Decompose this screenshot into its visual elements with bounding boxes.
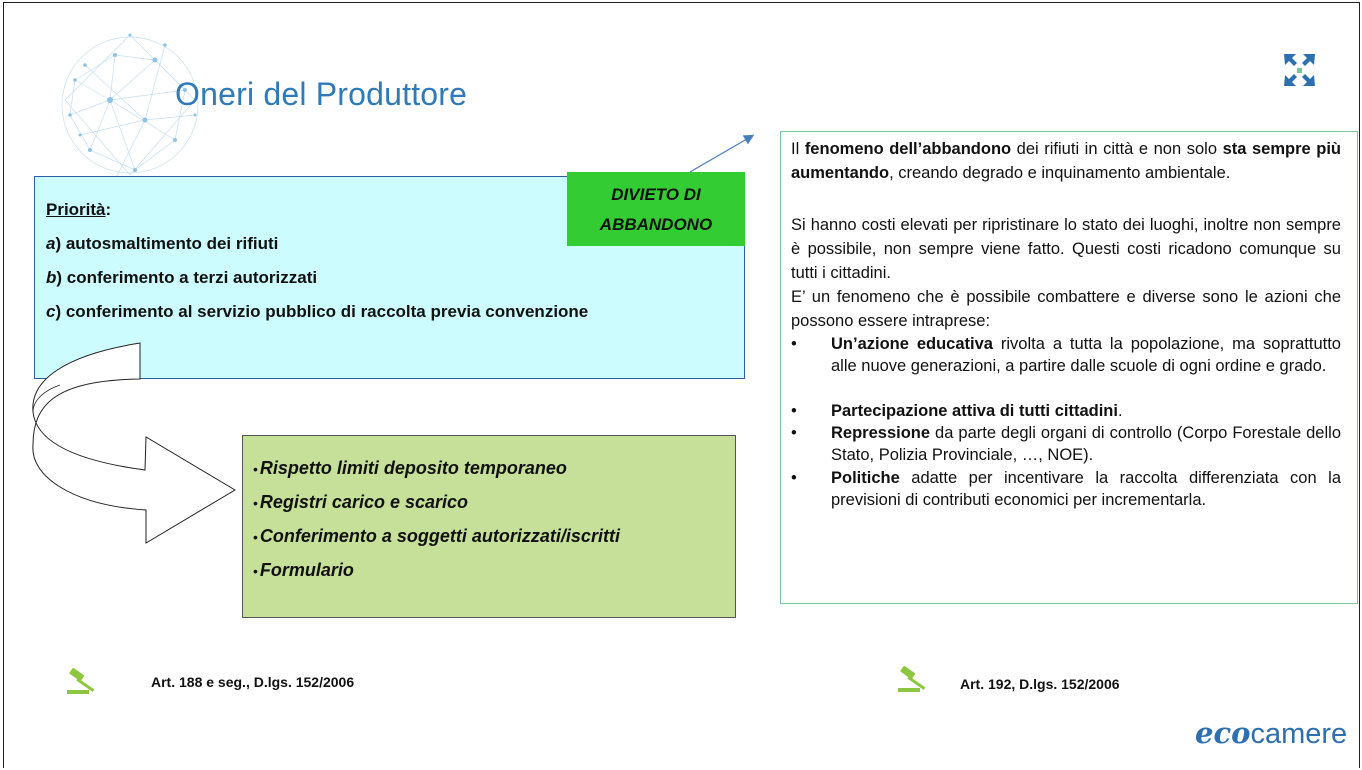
divieto-abbandono-label: DIVIETO DI ABBANDONO [567, 172, 745, 246]
priority-letter-a: a [46, 234, 56, 253]
info-bullet: •Politiche adatte per incentivare la rac… [791, 469, 1341, 509]
obligations-box: •Rispetto limiti deposito temporaneo •Re… [242, 435, 736, 618]
divieto-line-1: DIVIETO DI [611, 185, 701, 204]
priority-letter-b: b [46, 268, 57, 287]
priority-text-a: ) autosmaltimento dei rifiuti [55, 234, 279, 253]
info-bullet: •Un’azione educativa rivolta a tutta la … [791, 335, 1341, 375]
abbandono-info-box: Il fenomeno dell’abbandono dei rifiuti i… [780, 131, 1358, 604]
expand-logo-icon [1284, 54, 1315, 86]
priority-heading-label: Priorità [46, 200, 106, 219]
logo-camere: camere [1250, 718, 1348, 750]
info-paragraph-1: Il fenomeno dell’abbandono dei rifiuti i… [791, 140, 1341, 182]
priority-heading: Priorità: [46, 200, 111, 220]
info-bullet: •Repressione da parte degli organi di co… [791, 424, 1341, 464]
network-globe-graphic [61, 33, 199, 181]
obligation-item: •Rispetto limiti deposito temporaneo [253, 458, 567, 478]
priority-item-b: b) conferimento a terzi autorizzati [46, 268, 317, 288]
priority-heading-colon: : [105, 200, 112, 219]
priority-box: Priorità: a) autosmaltimento dei rifiuti… [34, 176, 745, 379]
info-paragraph-3: E’ un fenomeno che è possibile combatter… [791, 288, 1341, 330]
logo-eco: eco [1195, 716, 1251, 750]
ecocamere-logo: ecocamere [1195, 716, 1347, 751]
priority-text-b: ) conferimento a terzi autorizzati [56, 268, 318, 287]
page-title: Oneri del Produttore [175, 76, 468, 112]
obligation-item: •Registri carico e scarico [253, 492, 469, 512]
slide-frame [3, 2, 1360, 768]
info-paragraph-2: Si hanno costi elevati per ripristinare … [791, 216, 1341, 282]
obligation-item: •Formulario [253, 560, 354, 580]
gavel-icon [898, 665, 926, 692]
priority-item-a: a) autosmaltimento dei rifiuti [46, 234, 278, 254]
divieto-line-2: ABBANDONO [599, 215, 713, 234]
reference-left: Art. 188 e seg., D.lgs. 152/2006 [151, 674, 355, 690]
priority-letter-c: c [46, 302, 56, 321]
priority-text-c: ) conferimento al servizio pubblico di r… [55, 302, 589, 321]
obligation-item: •Conferimento a soggetti autorizzati/isc… [253, 526, 620, 546]
gavel-icon [67, 667, 95, 694]
priority-item-c: c) conferimento al servizio pubblico di … [46, 302, 588, 322]
reference-right: Art. 192, D.lgs. 152/2006 [960, 676, 1120, 692]
info-bullet: •Partecipazione attiva di tutti cittadin… [791, 402, 1123, 420]
